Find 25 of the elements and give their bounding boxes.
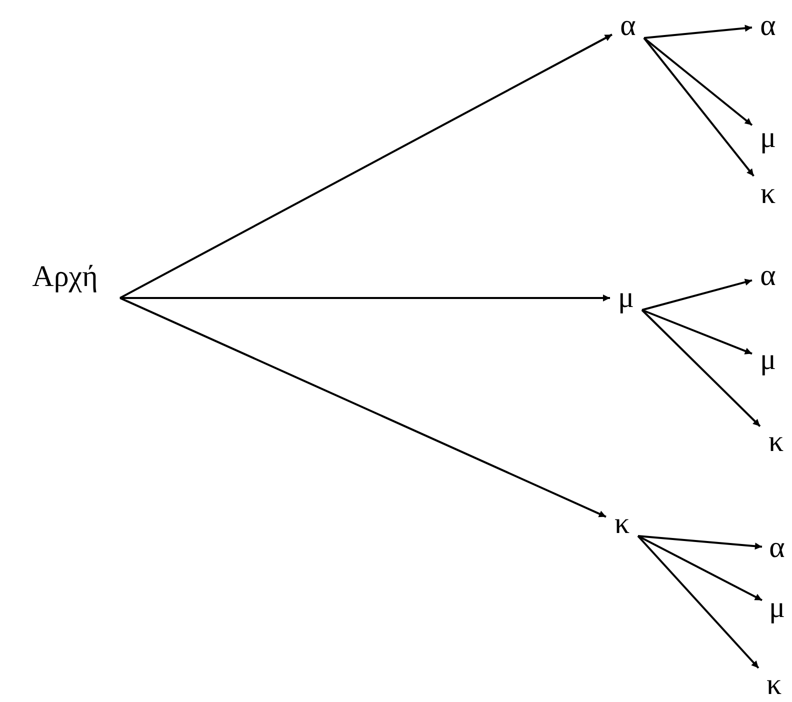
node-label: κ [606, 506, 638, 542]
arrow [638, 535, 762, 602]
arrow [641, 309, 761, 427]
node-label: α [752, 8, 784, 44]
node-label: μ [762, 590, 792, 626]
node-label: μ [752, 342, 784, 378]
node-label: μ [752, 120, 784, 156]
arrow [120, 294, 610, 302]
arrow [644, 24, 752, 39]
arrow [120, 34, 612, 299]
arrow [643, 37, 754, 177]
node-label: α [762, 530, 792, 566]
arrow [637, 535, 760, 669]
arrow [638, 535, 762, 550]
arrow [120, 297, 606, 518]
arrow [642, 278, 752, 311]
node-label: α [752, 258, 784, 294]
arrow [642, 309, 752, 355]
node-label: μ [610, 280, 642, 316]
node-label: κ [752, 176, 784, 212]
arrow [643, 37, 753, 126]
node-label: α [612, 8, 644, 44]
node-label: κ [758, 668, 790, 702]
node-label: Αρχή [10, 256, 120, 298]
node-label: κ [760, 424, 792, 460]
